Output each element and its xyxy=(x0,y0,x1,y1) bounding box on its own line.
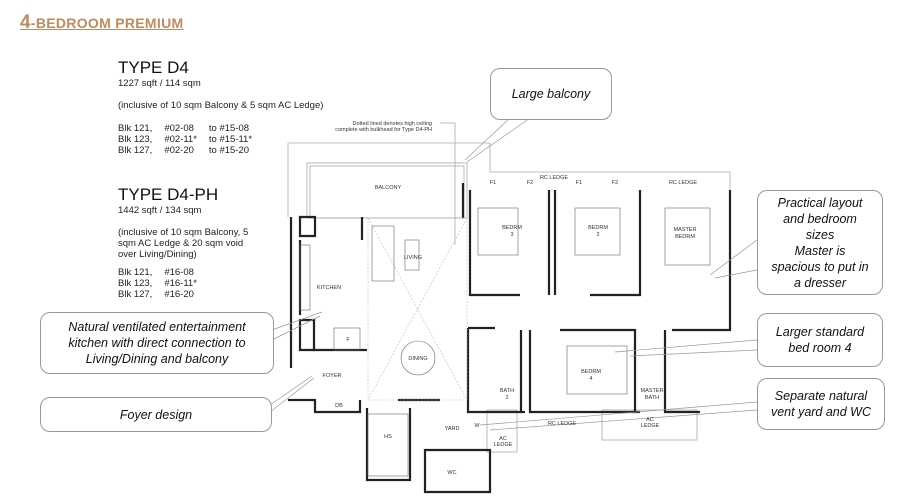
outline-lines xyxy=(287,122,731,453)
window-label: F2 xyxy=(612,180,618,186)
ac-ledge-label: LEDGE xyxy=(641,423,660,429)
callout-leader-lines xyxy=(269,117,758,431)
ac-ledge-label: AC xyxy=(646,417,654,423)
rc-ledge-label: RC LEDGE xyxy=(548,421,576,427)
callout-bedroom-4: Larger standard bed room 4 xyxy=(757,313,883,367)
unit-row: Blk 127,#16-20 xyxy=(118,289,194,300)
callout-text: and bedroom xyxy=(783,211,857,226)
room-label-bedroom-4: BEDRM xyxy=(581,369,601,375)
type-name: TYPE D4 xyxy=(118,58,189,77)
room-label-master-bath: BATH xyxy=(645,395,659,401)
type-area: 1227 sqft / 114 sqm xyxy=(118,78,201,89)
type-note: (inclusive of 10 sqm Balcony & 5 sqm AC … xyxy=(118,100,324,111)
callout-text: a dresser xyxy=(793,275,847,290)
callout-foyer: Foyer design xyxy=(40,397,272,432)
rc-ledge-label: RC LEDGE xyxy=(669,180,697,186)
room-label-foyer: FOYER xyxy=(323,373,342,379)
window-label: F1 xyxy=(490,180,496,186)
room-label-washer: W xyxy=(474,423,480,429)
room-label-db: DB xyxy=(335,403,343,409)
callout-text: Practical layout xyxy=(777,195,863,210)
room-label-master-bedroom: MASTER xyxy=(674,227,697,233)
window-label: F2 xyxy=(527,180,533,186)
callout-text: spacious to put in xyxy=(771,259,869,274)
room-label-bedroom-4: 4 xyxy=(589,376,592,382)
room-label-master-bedroom: BEDRM xyxy=(675,234,695,240)
room-label-bedroom-3: BEDRM xyxy=(502,225,522,231)
high-ceiling-void xyxy=(367,217,468,401)
room-label-fridge: F xyxy=(346,337,350,343)
room-label-master-bath: MASTER xyxy=(641,388,664,394)
callout-text: vent yard and WC xyxy=(770,405,872,419)
ac-ledge-label: LEDGE xyxy=(494,442,513,448)
ac-ledge-label: AC xyxy=(499,436,507,442)
room-label-yard: YARD xyxy=(445,426,460,432)
type-note: (inclusive of 10 sqm Balcony, 5 sqm AC L… xyxy=(118,227,249,260)
room-label-bedroom-2: BEDRM xyxy=(588,225,608,231)
callout-kitchen: Natural ventilated entertainment kitchen … xyxy=(40,312,274,374)
room-label-bedroom-2: 2 xyxy=(596,232,599,238)
room-label-bath-2: BATH xyxy=(500,388,514,394)
callout-text: Natural ventilated entertainment xyxy=(68,320,246,334)
callout-text: Separate natural xyxy=(774,389,868,403)
room-label-wc: WC xyxy=(447,470,456,476)
callout-text: Larger standard xyxy=(775,325,865,339)
unit-row: Blk 123,#02-11*to #15-11* xyxy=(118,134,253,145)
room-label-living: LIVING xyxy=(404,255,422,261)
plan-note: complete with bulkhead for Type D4-PH xyxy=(335,127,432,133)
room-label-hs: HS xyxy=(384,434,392,440)
room-label-kitchen: KITCHEN xyxy=(317,285,341,291)
callout-text: Master is xyxy=(794,243,846,258)
furniture xyxy=(299,207,711,477)
callout-text: Foyer design xyxy=(119,407,193,422)
type-name: TYPE D4-PH xyxy=(118,185,219,204)
room-label-bath-2: 2 xyxy=(505,395,508,401)
unit-row: Blk 121,#16-08 xyxy=(118,267,194,278)
room-label-dining: DINING xyxy=(408,356,427,362)
type-d4ph-info: TYPE D4-PH 1442 sqft / 134 sqm (inclusiv… xyxy=(118,185,248,300)
page-title: 4-BEDROOM PREMIUM xyxy=(20,12,184,33)
type-d4-info: TYPE D4 1227 sqft / 114 sqm (inclusive o… xyxy=(118,58,323,156)
callout-text: Large balcony xyxy=(511,87,591,101)
callout-text: sizes xyxy=(805,227,835,242)
callout-text: bed room 4 xyxy=(788,341,852,355)
unit-row: Blk 123,#16-11* xyxy=(118,278,197,289)
callout-large-balcony: Large balcony xyxy=(490,68,612,120)
room-label-bedroom-3: 3 xyxy=(510,232,513,238)
unit-table: Blk 121,#16-08 Blk 123,#16-11* Blk 127,#… xyxy=(118,267,209,300)
type-area: 1442 sqft / 134 sqm xyxy=(118,205,202,216)
rc-ledge-label: RC LEDGE xyxy=(540,175,568,181)
callout-text: Living/Dining and balcony xyxy=(85,352,229,366)
callout-yard-wc: Separate natural vent yard and WC xyxy=(757,378,885,430)
room-label-balcony: BALCONY xyxy=(375,185,402,191)
callout-text: kitchen with direct connection to xyxy=(68,336,246,350)
window-label: F1 xyxy=(576,180,582,186)
plan-note: Dotted lined denotes high ceiling xyxy=(352,121,432,127)
